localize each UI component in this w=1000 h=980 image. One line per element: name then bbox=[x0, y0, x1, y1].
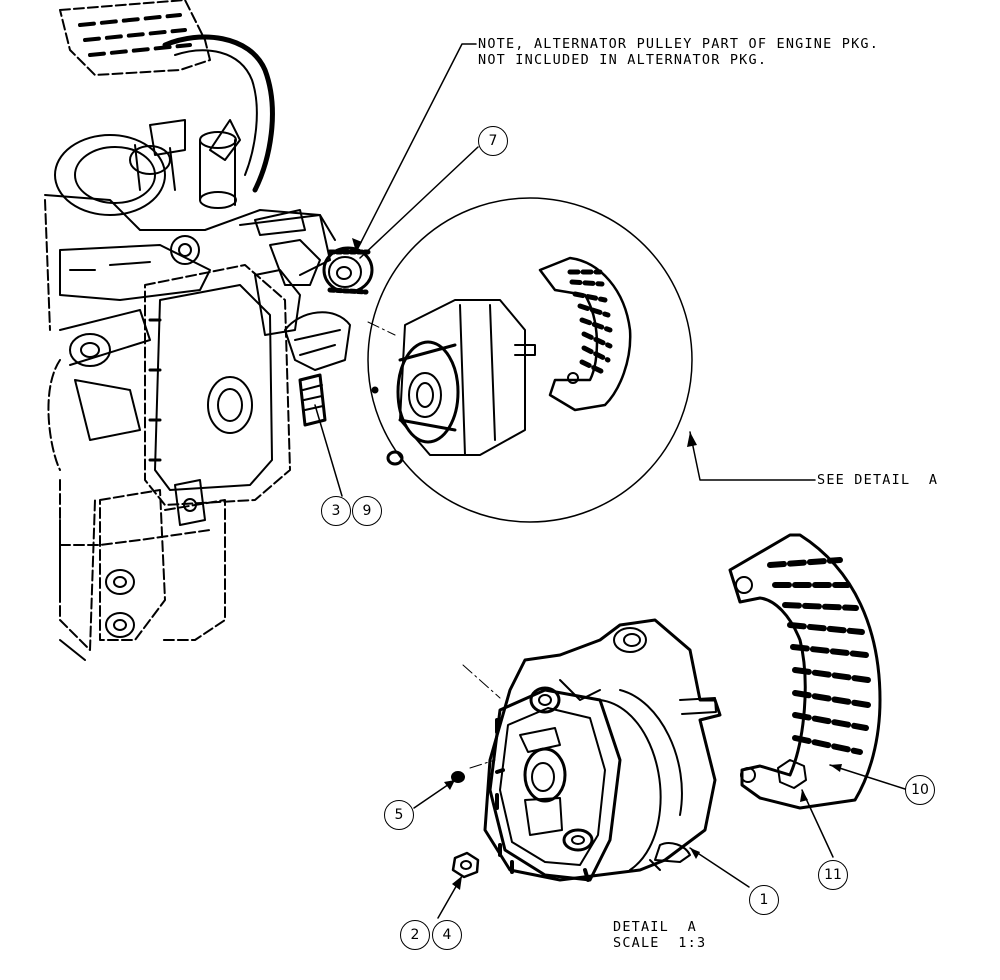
see-detail-callout: SEE DETAIL A bbox=[817, 472, 939, 488]
balloon-item-7: 7 bbox=[478, 126, 508, 156]
alternator-detail-view bbox=[483, 618, 722, 882]
note-leader bbox=[355, 43, 477, 253]
note-line-1: NOTE, ALTERNATOR PULLEY PART OF ENGINE P… bbox=[478, 36, 880, 52]
leader-7 bbox=[359, 146, 479, 259]
leader-3-9 bbox=[314, 404, 343, 497]
balloon-item-2: 2 bbox=[400, 920, 430, 950]
balloon-item-1: 1 bbox=[749, 885, 779, 915]
alternator-pulley bbox=[322, 246, 374, 295]
balloon-item-11: 11 bbox=[818, 860, 848, 890]
balloon-item-4: 4 bbox=[432, 920, 462, 950]
engine-block bbox=[44, 0, 351, 661]
balloon-item-10: 10 bbox=[905, 775, 935, 805]
balloon-item-9: 9 bbox=[352, 496, 382, 526]
balloon-item-5: 5 bbox=[384, 800, 414, 830]
detail-scale: SCALE 1:3 bbox=[613, 935, 707, 951]
arrowhead-10 bbox=[830, 764, 842, 772]
leader-1 bbox=[689, 847, 750, 888]
detail-title: DETAIL A bbox=[613, 919, 697, 935]
detail-a-callout-circle bbox=[367, 197, 693, 523]
arrowhead-callout bbox=[687, 432, 697, 447]
shield-small-view bbox=[538, 256, 632, 412]
item-2-4-part bbox=[451, 851, 480, 879]
arrowhead-2-4 bbox=[452, 876, 462, 890]
arrowhead-5 bbox=[444, 780, 455, 790]
leader-10 bbox=[829, 764, 906, 790]
note-line-2: NOT INCLUDED IN ALTERNATOR PKG. bbox=[478, 52, 768, 68]
alternator-small-view bbox=[371, 299, 536, 466]
arrowhead-11 bbox=[800, 790, 808, 802]
leader-11 bbox=[801, 789, 834, 858]
callout-leader bbox=[689, 431, 816, 481]
shield-detail-view bbox=[728, 533, 882, 810]
arrowhead-1 bbox=[690, 848, 700, 859]
balloon-item-3: 3 bbox=[321, 496, 351, 526]
arrowhead-note bbox=[352, 238, 362, 252]
